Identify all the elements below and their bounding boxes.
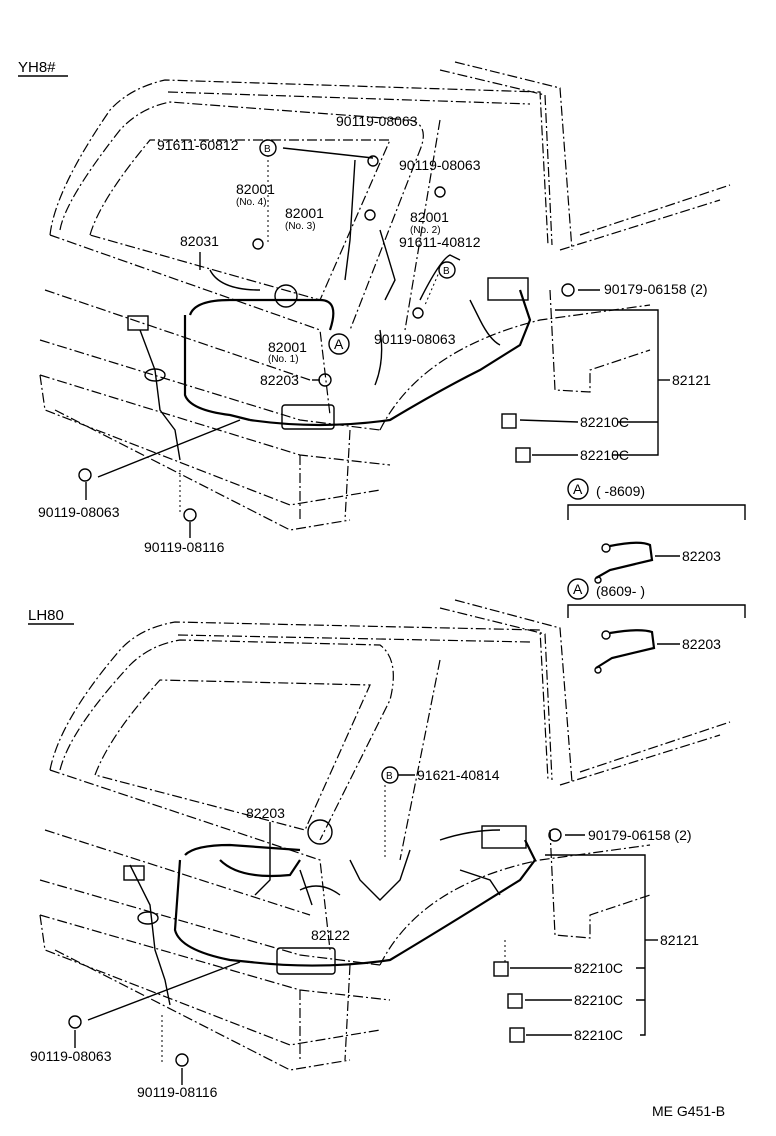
bolt-90119-08063-b [68,1015,82,1029]
part-label: 82001 [410,209,449,225]
part-label: 82121 [660,932,699,948]
part-sublabel: (No. 2) [410,225,441,236]
marker-a: A [334,336,344,352]
relay-block [481,825,527,849]
part-label: 82210C [574,1027,623,1043]
headlight [281,404,335,430]
part-label: 82203 [260,372,299,388]
bolt-b [434,186,446,198]
part-sublabel: (No. 1) [268,354,299,365]
reservoir-cap [274,284,298,308]
marker-a-circle [567,478,589,500]
part-label: 90119-08063 [399,157,481,173]
part-label: 90119-08116 [144,539,225,555]
bolt-a [367,155,379,167]
grommet [144,368,166,382]
lh80-cab-drawing [39,599,731,1085]
part-label: 90119-08063 [30,1048,112,1064]
part-label: 90179-06158 (2) [588,827,692,843]
part-label: 90119-08063 [336,113,418,129]
part-label: 82122 [311,927,350,943]
marker-b-circle [438,261,456,279]
model-label-lh80: LH80 [28,607,64,624]
part-label: 90119-08063 [38,504,120,520]
clamp-90179 [548,828,562,842]
part-label: 82203 [682,548,721,564]
connector [601,630,611,640]
horn-connector [127,315,149,331]
part-label: 90119-08116 [137,1084,218,1100]
part-label: 82001 [285,205,324,221]
marker-b-circle [259,139,277,157]
part-label: 91611-60812 [157,137,239,153]
connector [594,666,602,674]
part-label: 91611-40812 [399,234,481,250]
lh80-labels: LH80 B 91621-40814 82203 90179-06158 (2)… [28,607,699,1100]
part-label: 90179-06158 (2) [604,281,708,297]
inset-a-late: A (8609- ) 82203 [567,578,746,674]
bolt-90119-08116-a [183,508,197,522]
bolt-90119-08063-a [78,468,92,482]
marker-b: B [386,771,393,782]
part-label: 82210C [580,414,629,430]
figure-code: ME G451-B [652,1103,725,1119]
part-label: 82031 [180,233,219,249]
part-label: 82210C [574,960,623,976]
part-label: 82210C [574,992,623,1008]
horn-connector [123,865,145,881]
marker-a: A [573,481,583,497]
marker-b-circle [381,766,399,784]
part-label: 82203 [682,636,721,652]
clip-82210c-1 [501,413,517,429]
marker-a-circle [328,333,350,355]
connector [601,543,611,553]
inset-a-early: A ( -8609) 82203 [567,478,746,584]
connector-no4 [252,238,264,250]
part-sublabel: (No. 3) [285,221,316,232]
part-label: 90119-08063 [374,331,456,347]
marker-b: B [264,144,271,155]
connector-no2 [364,209,376,221]
part-label: 82210C [580,447,629,463]
clamp-90179 [561,283,575,297]
part-label: 82001 [236,181,275,197]
model-label-yh8: YH8# [18,59,56,76]
clip-82210c-3 [509,1027,525,1043]
grommet [137,911,159,925]
yh8-labels: YH8# 90119-08063 91611-60812 B 90119-080… [18,59,711,555]
inset-range: (8609- ) [596,583,645,599]
part-label: 91621-40814 [417,767,500,783]
inset-range: ( -8609) [596,483,645,499]
bolt-90119-08116-b [175,1053,189,1067]
marker-a-circle [567,578,589,600]
part-label: 82203 [246,805,285,821]
part-sublabel: (No. 4) [236,197,267,208]
part-label: 82121 [672,372,711,388]
clip-82210c-2 [507,993,523,1009]
headlight [276,947,336,975]
marker-b: B [443,266,450,277]
relay-block [487,277,529,301]
bolt-c [412,307,424,319]
clip-82210c-1 [493,961,509,977]
reservoir-cap [307,819,333,845]
connector [594,576,602,584]
marker-a: A [573,581,583,597]
clip-82210c-2 [515,447,531,463]
yh8-cab-drawing [39,61,731,538]
part-label: 82001 [268,339,307,355]
